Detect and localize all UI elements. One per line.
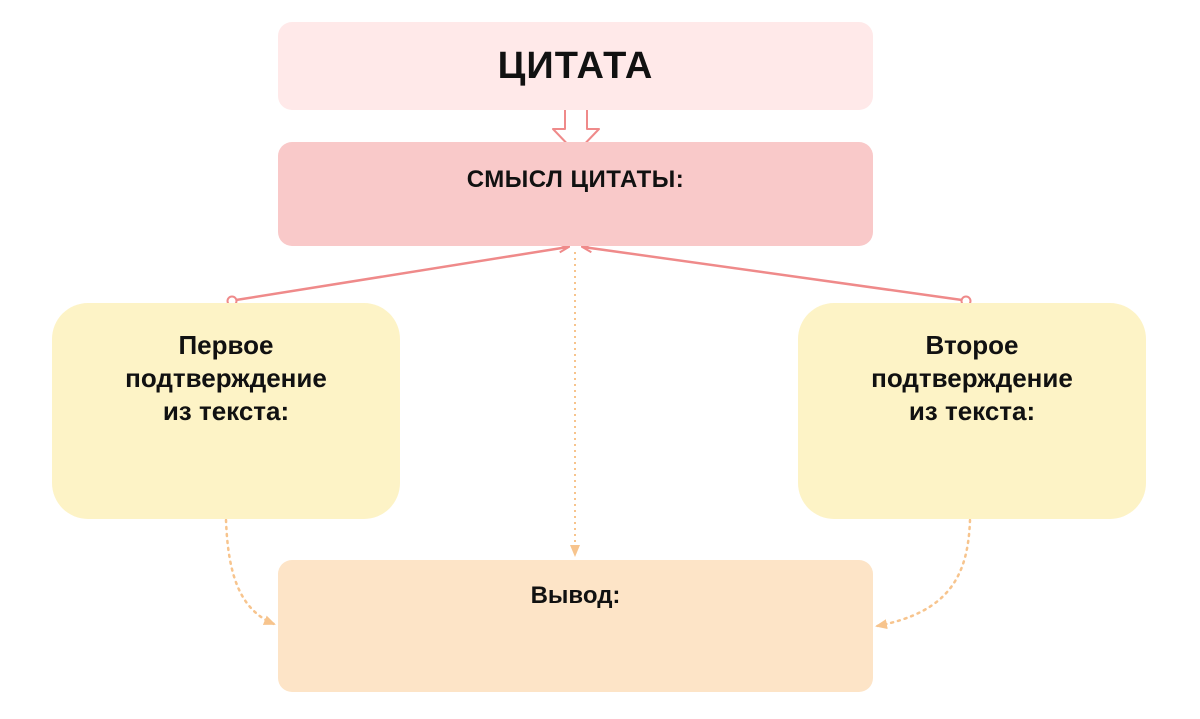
arrow-evidence-1-to-meaning — [235, 247, 568, 302]
arrow-evidence-2-to-meaning — [583, 247, 963, 302]
evidence-block-first: Первое подтверждение из текста: — [52, 303, 400, 519]
dotted-arrow-evidence-1-to-conclusion — [224, 518, 276, 626]
conclusion-label: Вывод: — [530, 582, 621, 609]
quote-block: ЦИТАТА — [278, 22, 873, 110]
meaning-label: СМЫСЛ ЦИТАТЫ: — [466, 166, 685, 193]
dotted-arrow-evidence-2-to-conclusion — [875, 518, 972, 630]
conclusion-block: Вывод: — [278, 560, 873, 692]
evidence-second-label: Второе подтверждение из текста: — [871, 330, 1073, 426]
quote-label: ЦИТАТА — [497, 44, 654, 87]
evidence-block-second: Второе подтверждение из текста: — [798, 303, 1146, 519]
meaning-block: СМЫСЛ ЦИТАТЫ: — [278, 142, 873, 246]
evidence-first-label: Первое подтверждение из текста: — [125, 330, 327, 426]
